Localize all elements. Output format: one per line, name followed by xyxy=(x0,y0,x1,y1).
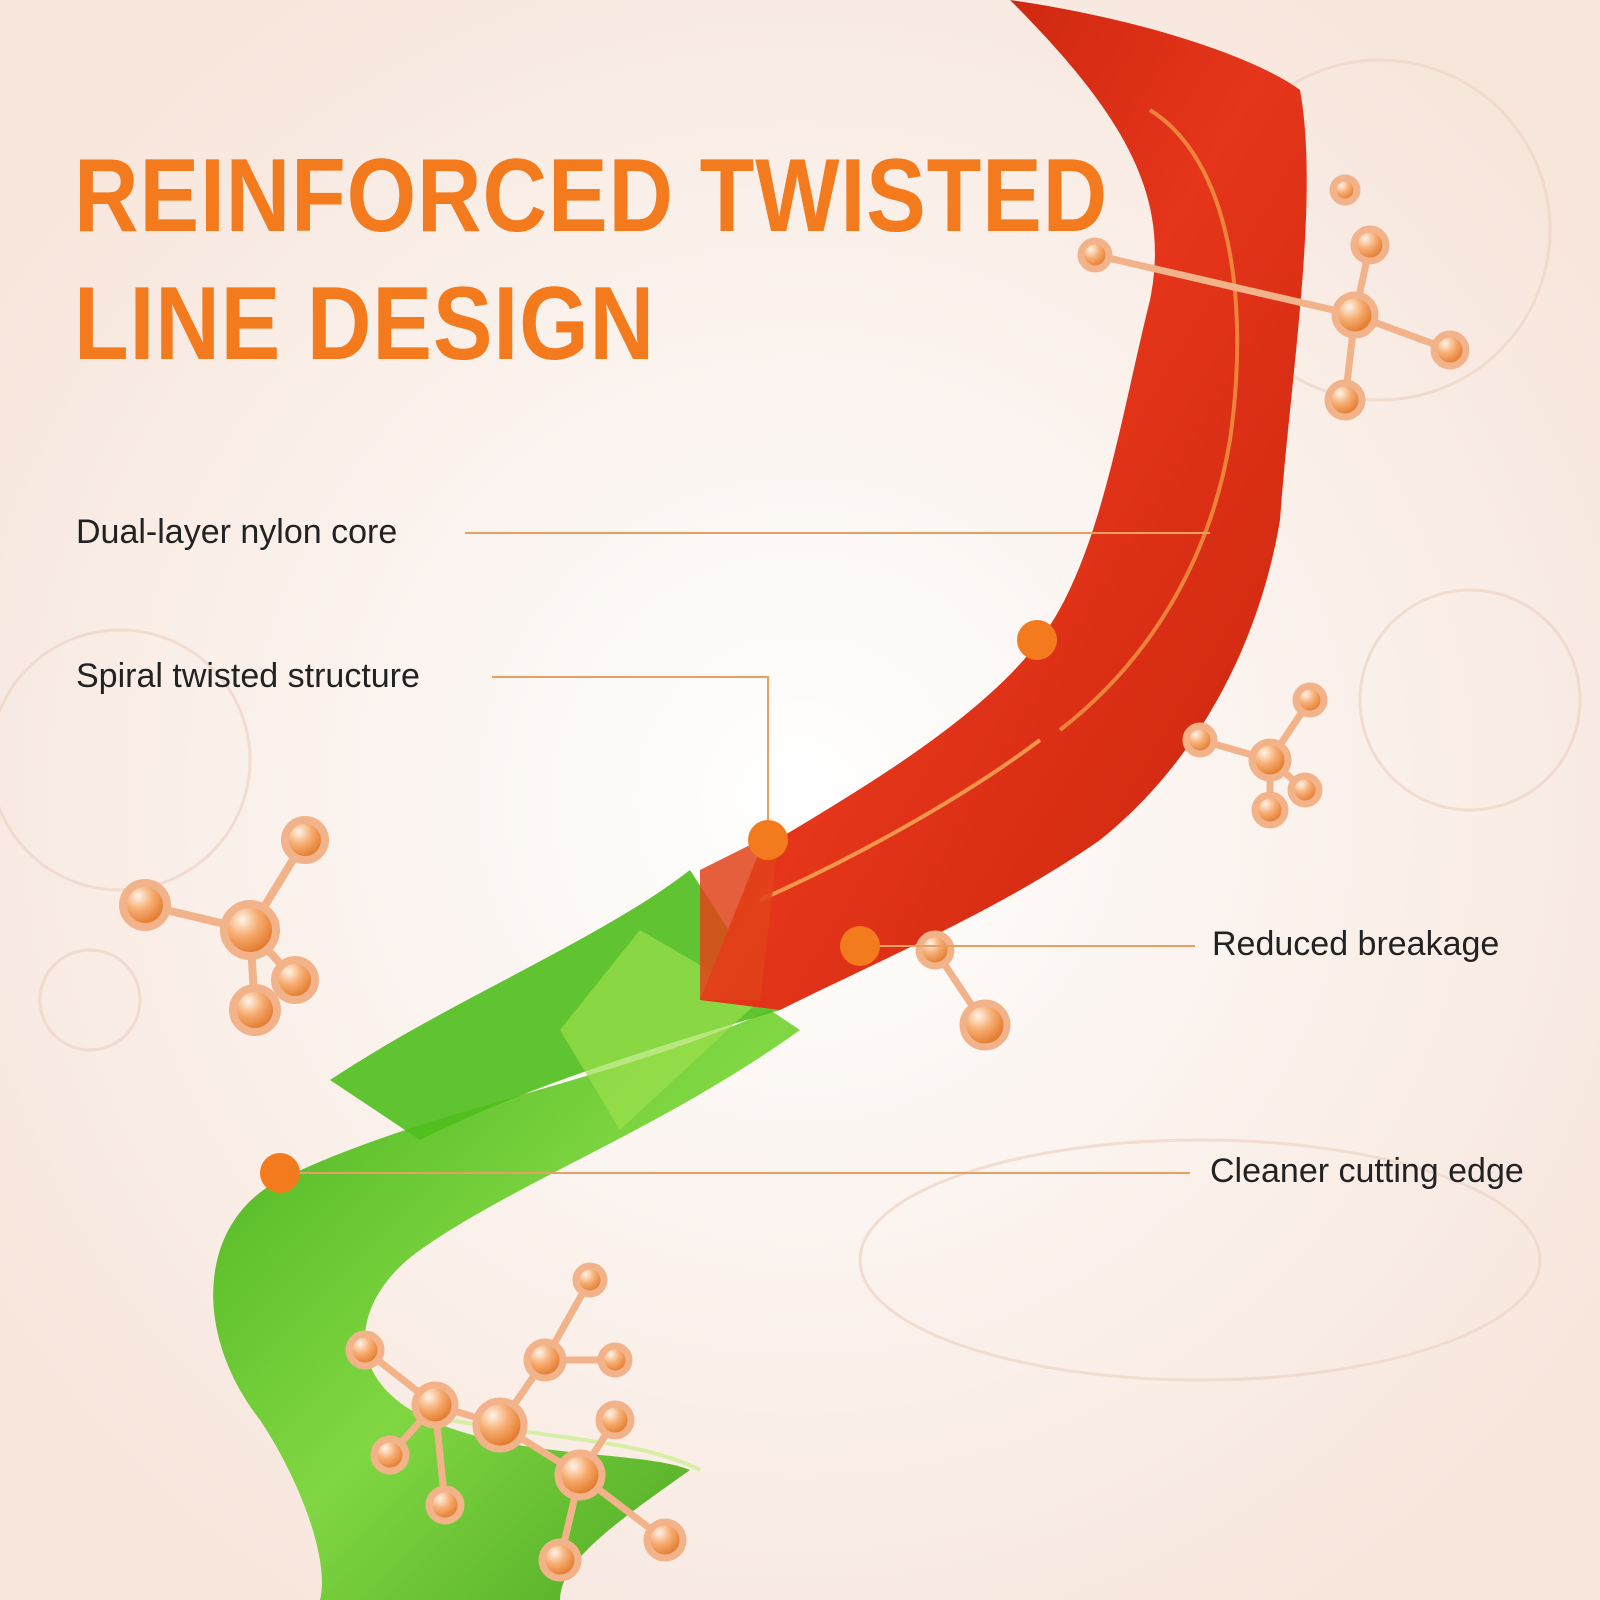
molecule-icon xyxy=(1077,174,1470,421)
callout-markers xyxy=(260,620,1057,1193)
molecule-icon xyxy=(119,816,329,1036)
molecule-icon xyxy=(345,1262,687,1582)
marker-dot xyxy=(748,820,788,860)
callout-cleaner-cutting-edge: Cleaner cutting edge xyxy=(1210,1152,1524,1190)
twisted-ribbon-red xyxy=(700,0,1307,1010)
molecule-icon xyxy=(1182,682,1328,829)
molecule-icon xyxy=(915,930,1011,1051)
marker-dot xyxy=(260,1153,300,1193)
callout-leader-lines xyxy=(280,532,1210,1174)
marker-dot xyxy=(1017,620,1057,660)
headline: REINFORCED TWISTED LINE DESIGN xyxy=(74,132,1108,388)
callout-dual-layer-nylon-core: Dual-layer nylon core xyxy=(76,513,398,551)
leader-line-spiral xyxy=(492,676,769,840)
headline-line-1: REINFORCED TWISTED xyxy=(74,138,1109,254)
callout-reduced-breakage: Reduced breakage xyxy=(1212,925,1500,963)
marker-dot xyxy=(840,926,880,966)
callout-spiral-twisted-structure: Spiral twisted structure xyxy=(76,657,420,695)
headline-line-2: LINE DESIGN xyxy=(74,266,655,382)
